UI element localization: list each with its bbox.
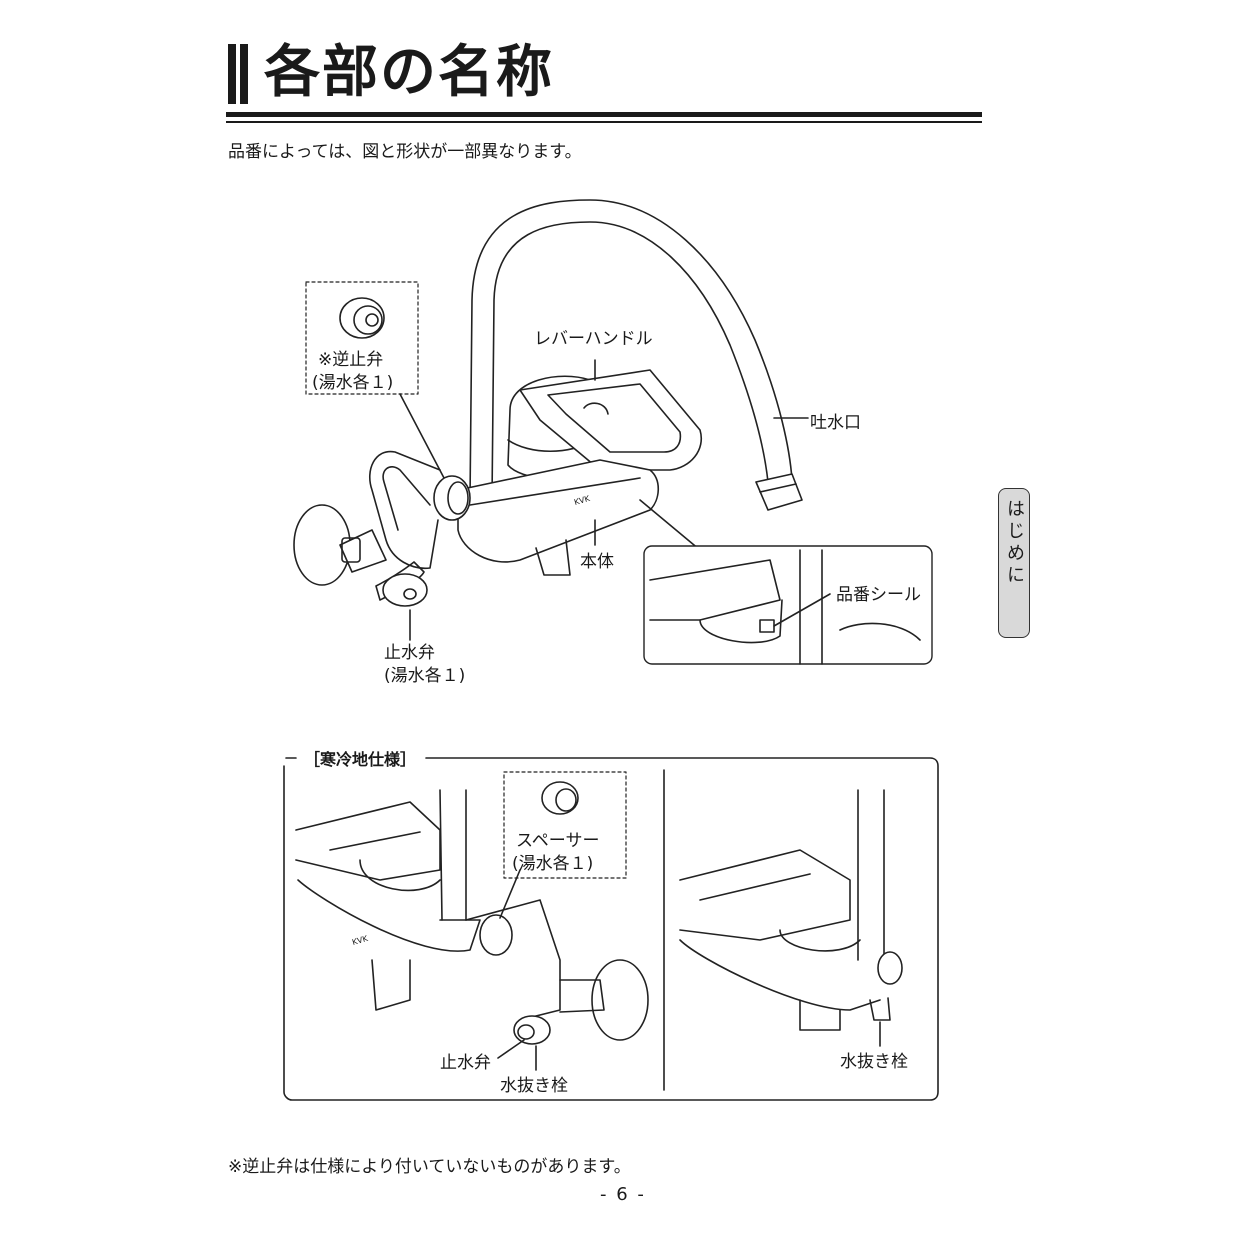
cold-region-frame xyxy=(283,757,939,1101)
spacer-label: スペーサー xyxy=(516,831,600,851)
cold-region-title: ［寒冷地仕様］ xyxy=(304,750,417,769)
page-number: - 6 - xyxy=(600,1184,646,1205)
check-valve-label: ※逆止弁 xyxy=(318,350,384,370)
cold-left-faucet-drawing xyxy=(295,781,649,1071)
title-rule-thick xyxy=(226,112,982,117)
stop-valve-label: 止水弁 xyxy=(384,643,435,663)
page-title: 各部の名称 xyxy=(264,40,554,105)
cold-stop-valve-label: 止水弁 xyxy=(440,1053,491,1073)
cold-right-faucet-drawing xyxy=(679,789,903,1047)
body-label: 本体 xyxy=(580,552,614,572)
cold-drain-plug-label-left: 水抜き栓 xyxy=(500,1076,568,1096)
page-subtitle: 品番によっては、図と形状が一部異なります。 xyxy=(228,142,582,162)
spacer-note: (湯水各１) xyxy=(512,854,594,874)
check-valve-note: (湯水各１) xyxy=(312,373,394,393)
main-faucet-drawing xyxy=(293,199,809,641)
title-rule-thin xyxy=(226,121,982,123)
cold-drain-plug-label-right: 水抜き栓 xyxy=(840,1052,908,1072)
title-marker xyxy=(228,44,250,104)
product-seal-label: 品番シール xyxy=(836,585,921,605)
footnote: ※逆止弁は仕様により付いていないものがあります。 xyxy=(228,1157,631,1177)
section-tab-label: はじめに xyxy=(1004,499,1025,587)
spout-label: 吐水口 xyxy=(810,413,861,433)
stop-valve-note: (湯水各１) xyxy=(384,666,466,686)
section-tab[interactable]: はじめに xyxy=(998,488,1030,638)
check-valve-callout-box xyxy=(305,281,419,395)
product-seal-detail xyxy=(643,545,933,665)
lever-handle-label: レバーハンドル xyxy=(534,329,653,349)
